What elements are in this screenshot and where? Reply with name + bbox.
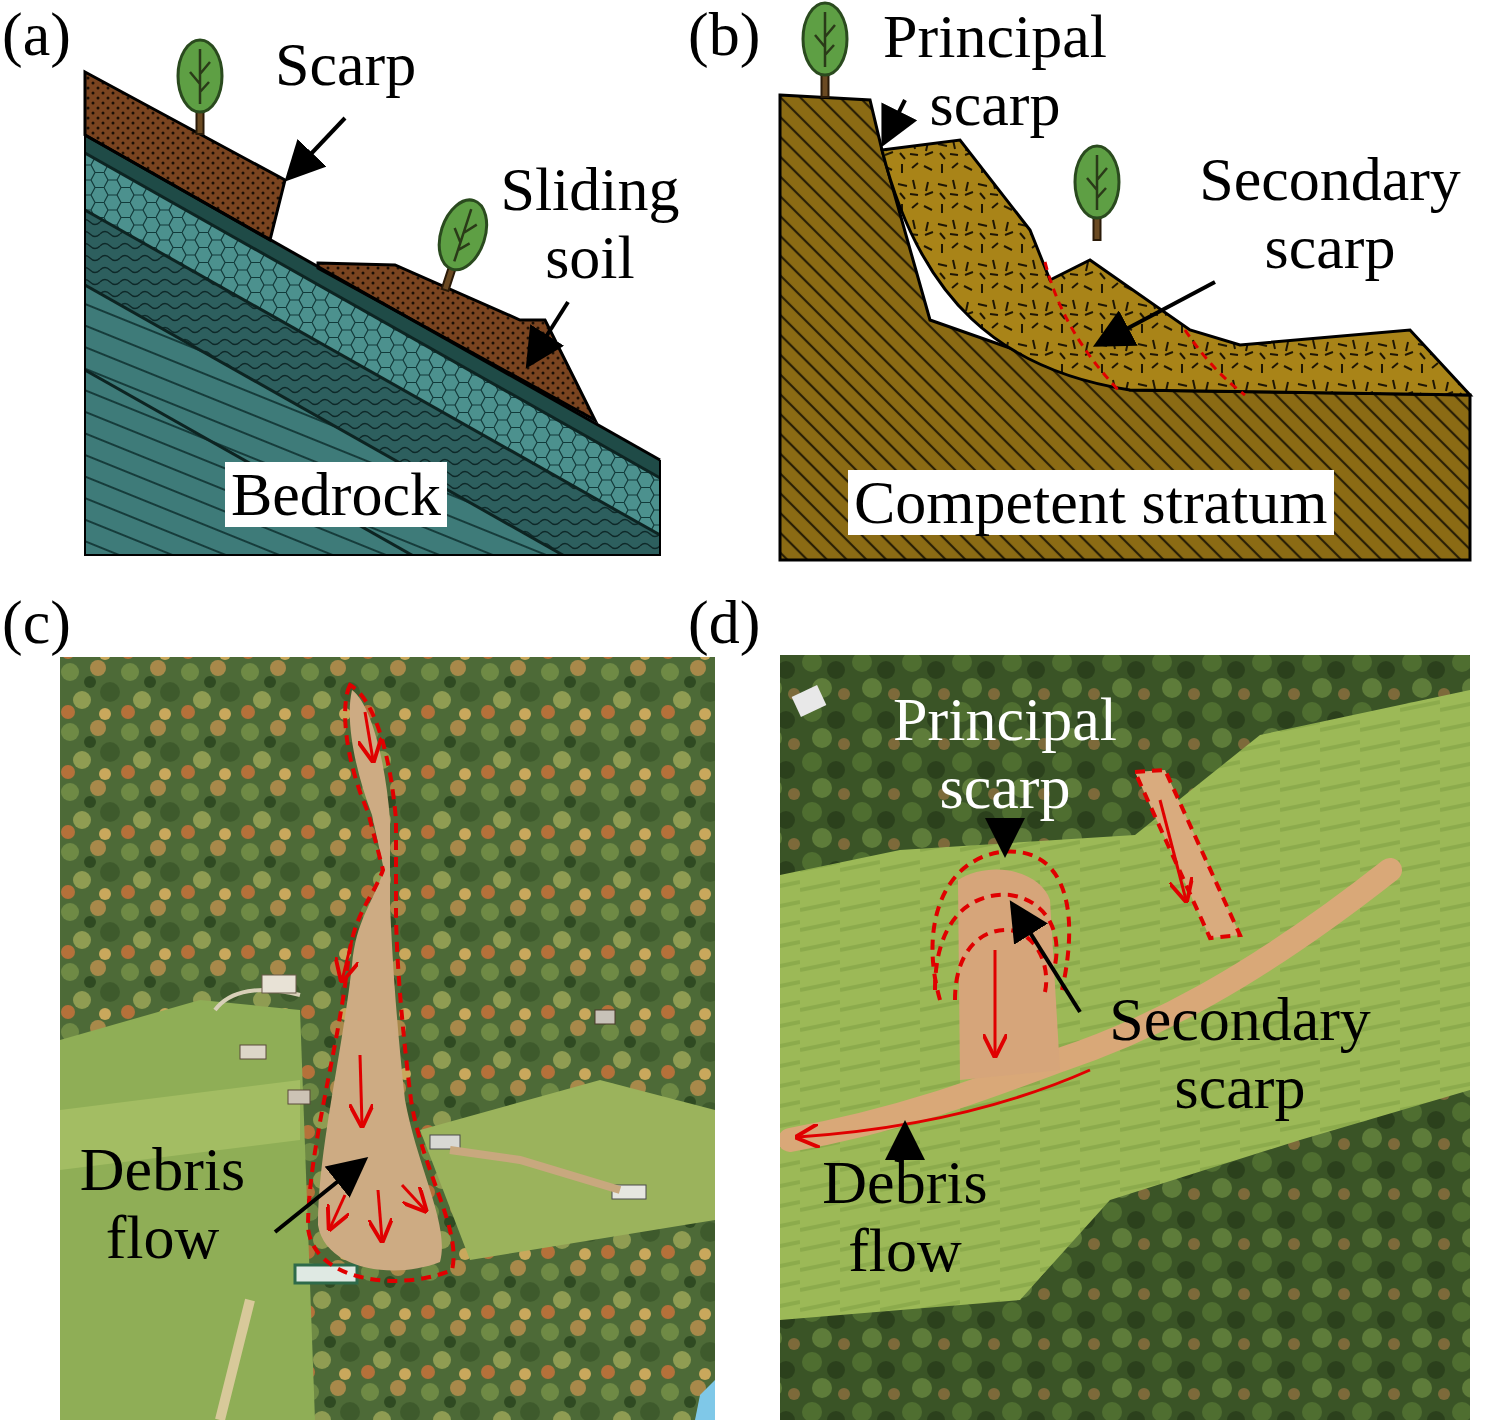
panel-letter: (a)	[2, 0, 71, 68]
panel-letter: (b)	[688, 0, 760, 68]
panel-a-cross-section	[85, 40, 660, 610]
feature-label: Secondary scarp	[1180, 145, 1480, 281]
panel-letter: (c)	[2, 588, 71, 656]
panel-b-cross-section	[780, 3, 1470, 560]
feature-label: Sliding soil	[480, 155, 700, 291]
panel-d-aerial-photo	[780, 655, 1470, 1420]
feature-label: Debris flow	[800, 1148, 1010, 1284]
feature-label: Secondary scarp	[1080, 985, 1400, 1121]
feature-label: Scarp	[275, 30, 416, 98]
feature-label: Debris flow	[55, 1135, 270, 1271]
layer-label: Bedrock	[225, 462, 447, 527]
feature-label: Principal scarp	[870, 2, 1120, 138]
feature-label: Principal scarp	[880, 685, 1130, 821]
panel-c-aerial-photo	[60, 657, 715, 1420]
panel-letter: (d)	[688, 588, 760, 656]
layer-label: Competent stratum	[848, 470, 1334, 535]
